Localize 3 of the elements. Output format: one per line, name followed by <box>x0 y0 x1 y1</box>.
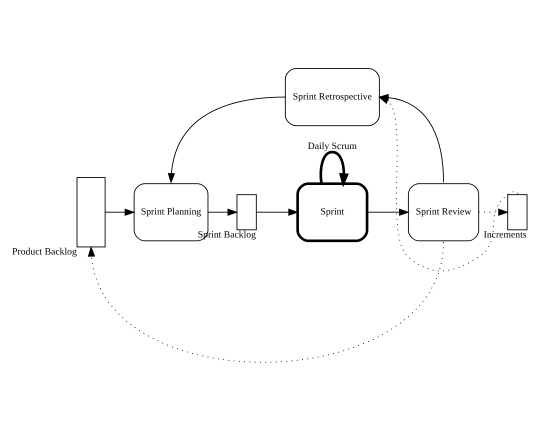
node-label: Increments <box>484 229 527 240</box>
edge-label: Daily Scrum <box>308 140 357 152</box>
node-label: Product Backlog <box>12 246 77 258</box>
